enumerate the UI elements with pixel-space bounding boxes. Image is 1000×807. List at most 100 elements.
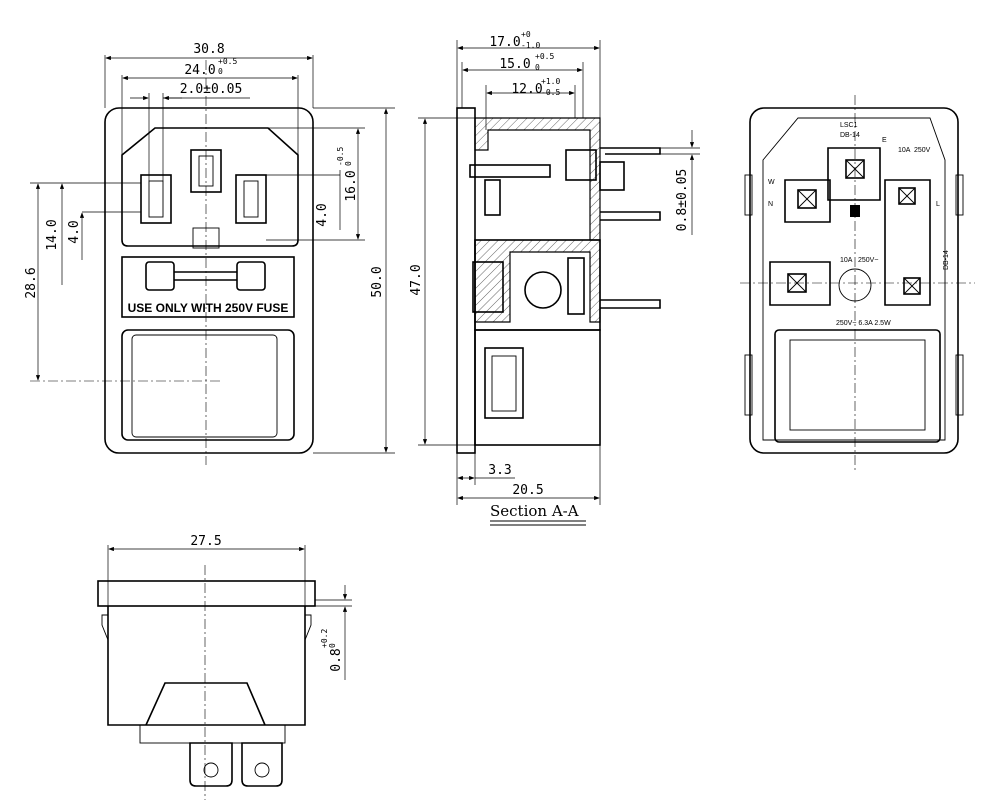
- dim-left-heights: 14.0 4.0: [45, 182, 141, 285]
- rear-inner-outline: [762, 117, 946, 441]
- svg-text:+0: +0: [521, 30, 531, 39]
- rear-live-terminal: [884, 179, 931, 306]
- svg-text:+0.5: +0.5: [218, 57, 237, 66]
- section-view: 17.0 +0 -1.0 15.0 +0.5 0 12.0 +1.0 -0.5: [409, 30, 700, 526]
- rear-ul-current: 10A: [840, 257, 853, 264]
- front-view: USE ONLY WITH 250V FUSE 30.8 24.0 +0.5 0: [24, 42, 395, 465]
- switch-window-outer: [121, 329, 295, 441]
- svg-text:-0.5: -0.5: [541, 88, 560, 97]
- fuse-warning-text: USE ONLY WITH 250V FUSE: [128, 301, 289, 315]
- section-terminal-mid: [600, 211, 661, 221]
- rear-neutral-terminal: [784, 179, 831, 223]
- dim-bottom-thickness: 0.8 +0.2 0: [315, 585, 352, 680]
- svg-text:0: 0: [218, 67, 223, 76]
- section-middle-hatch: [474, 239, 601, 323]
- svg-text:0: 0: [535, 63, 540, 72]
- svg-text:0: 0: [344, 161, 353, 166]
- fuse-drawer: [121, 256, 295, 318]
- svg-text:2.0±0.05: 2.0±0.05: [180, 82, 243, 97]
- section-upper-hatch: [474, 117, 601, 241]
- fuse-symbol: [145, 261, 266, 291]
- dim-depth-15: 15.0 +0.5 0: [461, 52, 584, 118]
- live-pin: [235, 174, 267, 224]
- bottom-terminal-right: [241, 742, 283, 787]
- bottom-switch-profile: [145, 682, 266, 726]
- svg-text:20.5: 20.5: [512, 483, 543, 498]
- section-contact: [565, 149, 597, 181]
- svg-text:24.0: 24.0: [184, 63, 215, 78]
- rear-label-n: N: [768, 201, 773, 208]
- front-body-outline: [104, 107, 314, 454]
- svg-text:+0.2: +0.2: [320, 629, 329, 648]
- svg-text:3.3: 3.3: [488, 463, 511, 478]
- neutral-pin: [140, 174, 172, 224]
- svg-text:14.0: 14.0: [45, 219, 60, 250]
- bottom-view: 27.5 0.8 +0.2 0: [97, 534, 352, 800]
- section-switch-rocker: [484, 347, 524, 419]
- switch-window-inner: [131, 334, 278, 438]
- rear-fuse-rating: 250V~ 6.3A 2.5W: [836, 320, 891, 327]
- rear-earth-terminal: [827, 147, 881, 201]
- rear-rating-voltage: 250V: [914, 147, 931, 154]
- section-switch-housing: [474, 329, 601, 446]
- bottom-flange: [97, 580, 316, 607]
- section-switch-inner: [491, 355, 517, 412]
- rear-view: LSC1 DB-14 E 10A 250V W N L 10A 250V~ DB…: [740, 95, 975, 470]
- dim-overall-width: 30.8: [104, 42, 314, 108]
- rear-model-top: DB-14: [840, 132, 860, 139]
- svg-text:0.8±0.05: 0.8±0.05: [675, 169, 690, 232]
- svg-text:27.5: 27.5: [190, 534, 221, 549]
- dim-right-offset: 4.0: [266, 170, 341, 230]
- dim-pin-spacing: 16.0 -0.5 0: [266, 127, 365, 241]
- svg-text:4.0: 4.0: [315, 203, 330, 226]
- rear-fuse-terminal: [769, 261, 831, 306]
- svg-text:+1.0: +1.0: [541, 77, 560, 86]
- rear-rating-current: 10A: [898, 147, 911, 154]
- dim-inlet-width: 24.0 +0.5 0: [121, 57, 299, 155]
- svg-text:16.0: 16.0: [344, 170, 359, 201]
- section-spring: [567, 257, 585, 315]
- rear-switch-window: [789, 339, 926, 431]
- svg-text:50.0: 50.0: [370, 266, 385, 297]
- svg-text:12.0: 12.0: [511, 82, 542, 97]
- rear-ul-voltage: 250V~: [858, 257, 878, 264]
- svg-text:17.0: 17.0: [489, 35, 520, 50]
- svg-text:47.0: 47.0: [409, 264, 424, 295]
- bottom-body: [107, 606, 306, 726]
- svg-text:15.0: 15.0: [499, 57, 530, 72]
- svg-text:-0.5: -0.5: [336, 147, 345, 166]
- section-pin: [469, 164, 551, 178]
- dim-pin-width: 2.0±0.05: [130, 82, 250, 181]
- svg-text:0: 0: [328, 643, 337, 648]
- svg-text:30.8: 30.8: [193, 42, 224, 57]
- svg-text:4.0: 4.0: [67, 220, 82, 243]
- rear-earth-label: E: [882, 137, 887, 144]
- section-terminal-bottom: [600, 299, 661, 309]
- rear-cert-code: LSC1: [840, 122, 858, 129]
- section-pin-holder: [484, 179, 501, 216]
- section-fuse-round: [524, 271, 562, 309]
- svg-text:0.8: 0.8: [329, 648, 344, 671]
- dim-bottom-width: 27.5: [107, 534, 306, 606]
- section-terminal-top: [600, 147, 661, 155]
- dim-total-height-left: 28.6: [24, 182, 55, 381]
- dim-height-47: 47.0: [409, 117, 475, 446]
- section-terminal-block: [599, 161, 625, 191]
- dim-flange: 3.3: [456, 453, 515, 505]
- bottom-terminal-left: [189, 742, 233, 787]
- dim-terminal-thickness: 0.8±0.05: [660, 130, 700, 235]
- svg-text:+0.5: +0.5: [535, 52, 554, 61]
- rear-label-w: W: [768, 179, 775, 186]
- dim-depth-17: 17.0 +0 -1.0: [456, 30, 601, 118]
- section-label: Section A-A: [490, 502, 579, 520]
- rear-model-side: DB-14: [943, 250, 950, 270]
- rear-label-l: L: [936, 201, 940, 208]
- dim-total-depth: 20.5: [457, 445, 601, 505]
- rear-body-outline: [749, 107, 959, 454]
- svg-text:28.6: 28.6: [24, 267, 39, 298]
- rear-switch-frame: [774, 329, 941, 443]
- section-fuse-clip: [472, 261, 504, 313]
- dim-depth-12: 12.0 +1.0 -0.5: [485, 77, 576, 130]
- bottom-terminal-base: [139, 724, 286, 744]
